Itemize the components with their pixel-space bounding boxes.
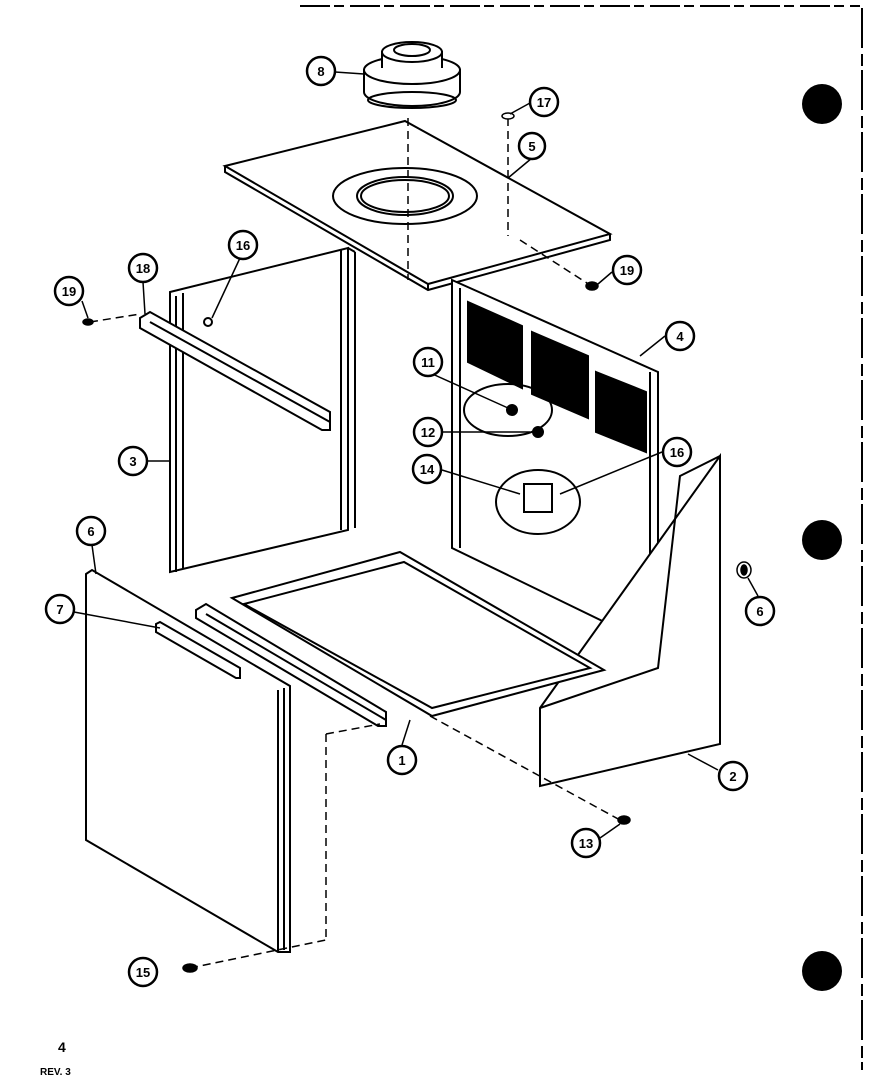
svg-text:3: 3 xyxy=(129,454,136,469)
callout-6-right: 6 xyxy=(744,595,776,627)
right-side-panel xyxy=(539,452,721,788)
base-pan xyxy=(195,550,607,727)
binder-hole-bottom xyxy=(802,951,842,991)
front-panel xyxy=(85,568,291,953)
callout-16-left: 16 xyxy=(227,229,259,261)
svg-text:16: 16 xyxy=(236,238,250,253)
svg-text:17: 17 xyxy=(537,95,551,110)
callout-4: 4 xyxy=(664,320,696,352)
callout-13: 13 xyxy=(570,827,602,859)
callout-14: 14 xyxy=(411,453,443,485)
svg-text:14: 14 xyxy=(420,462,435,477)
svg-text:2: 2 xyxy=(729,769,736,784)
svg-text:15: 15 xyxy=(136,965,150,980)
callout-7: 7 xyxy=(44,593,76,625)
svg-text:8: 8 xyxy=(317,64,324,79)
callout-19-right: 19 xyxy=(611,254,643,286)
callout-11: 11 xyxy=(412,346,444,378)
callout-6-left: 6 xyxy=(75,515,107,547)
callout-15: 15 xyxy=(127,956,159,988)
svg-text:5: 5 xyxy=(528,139,535,154)
callout-3: 3 xyxy=(117,445,149,477)
callout-5: 5 xyxy=(517,131,547,161)
callout-19-left: 19 xyxy=(53,275,85,307)
svg-text:1: 1 xyxy=(398,753,405,768)
svg-text:18: 18 xyxy=(136,261,150,276)
callout-leaders xyxy=(73,71,759,839)
revision-label: REV. 3 xyxy=(40,1067,71,1077)
callout-18: 18 xyxy=(127,252,159,284)
svg-text:19: 19 xyxy=(62,284,76,299)
dashed-leaders xyxy=(89,118,621,969)
callout-12: 12 xyxy=(412,416,444,448)
hardware-parts xyxy=(82,112,752,973)
left-side-panel xyxy=(169,246,356,574)
svg-text:13: 13 xyxy=(579,836,593,851)
svg-text:7: 7 xyxy=(56,602,63,617)
svg-text:19: 19 xyxy=(620,263,634,278)
callout-2: 2 xyxy=(717,760,749,792)
binder-hole-top xyxy=(802,84,842,124)
svg-text:16: 16 xyxy=(670,445,684,460)
page-number: 4 xyxy=(58,1039,66,1055)
callout-1: 1 xyxy=(386,744,418,776)
svg-text:12: 12 xyxy=(421,425,435,440)
callout-16-right: 16 xyxy=(661,436,693,468)
binder-hole-middle xyxy=(802,520,842,560)
svg-text:6: 6 xyxy=(87,524,94,539)
crossbar xyxy=(139,310,331,431)
callout-8-flue: 8 xyxy=(305,55,337,87)
svg-text:11: 11 xyxy=(421,355,435,370)
callout-17: 17 xyxy=(528,86,560,118)
svg-text:6: 6 xyxy=(756,604,763,619)
svg-text:4: 4 xyxy=(676,329,684,344)
top-panel xyxy=(222,119,613,292)
flue-collar xyxy=(363,41,461,109)
